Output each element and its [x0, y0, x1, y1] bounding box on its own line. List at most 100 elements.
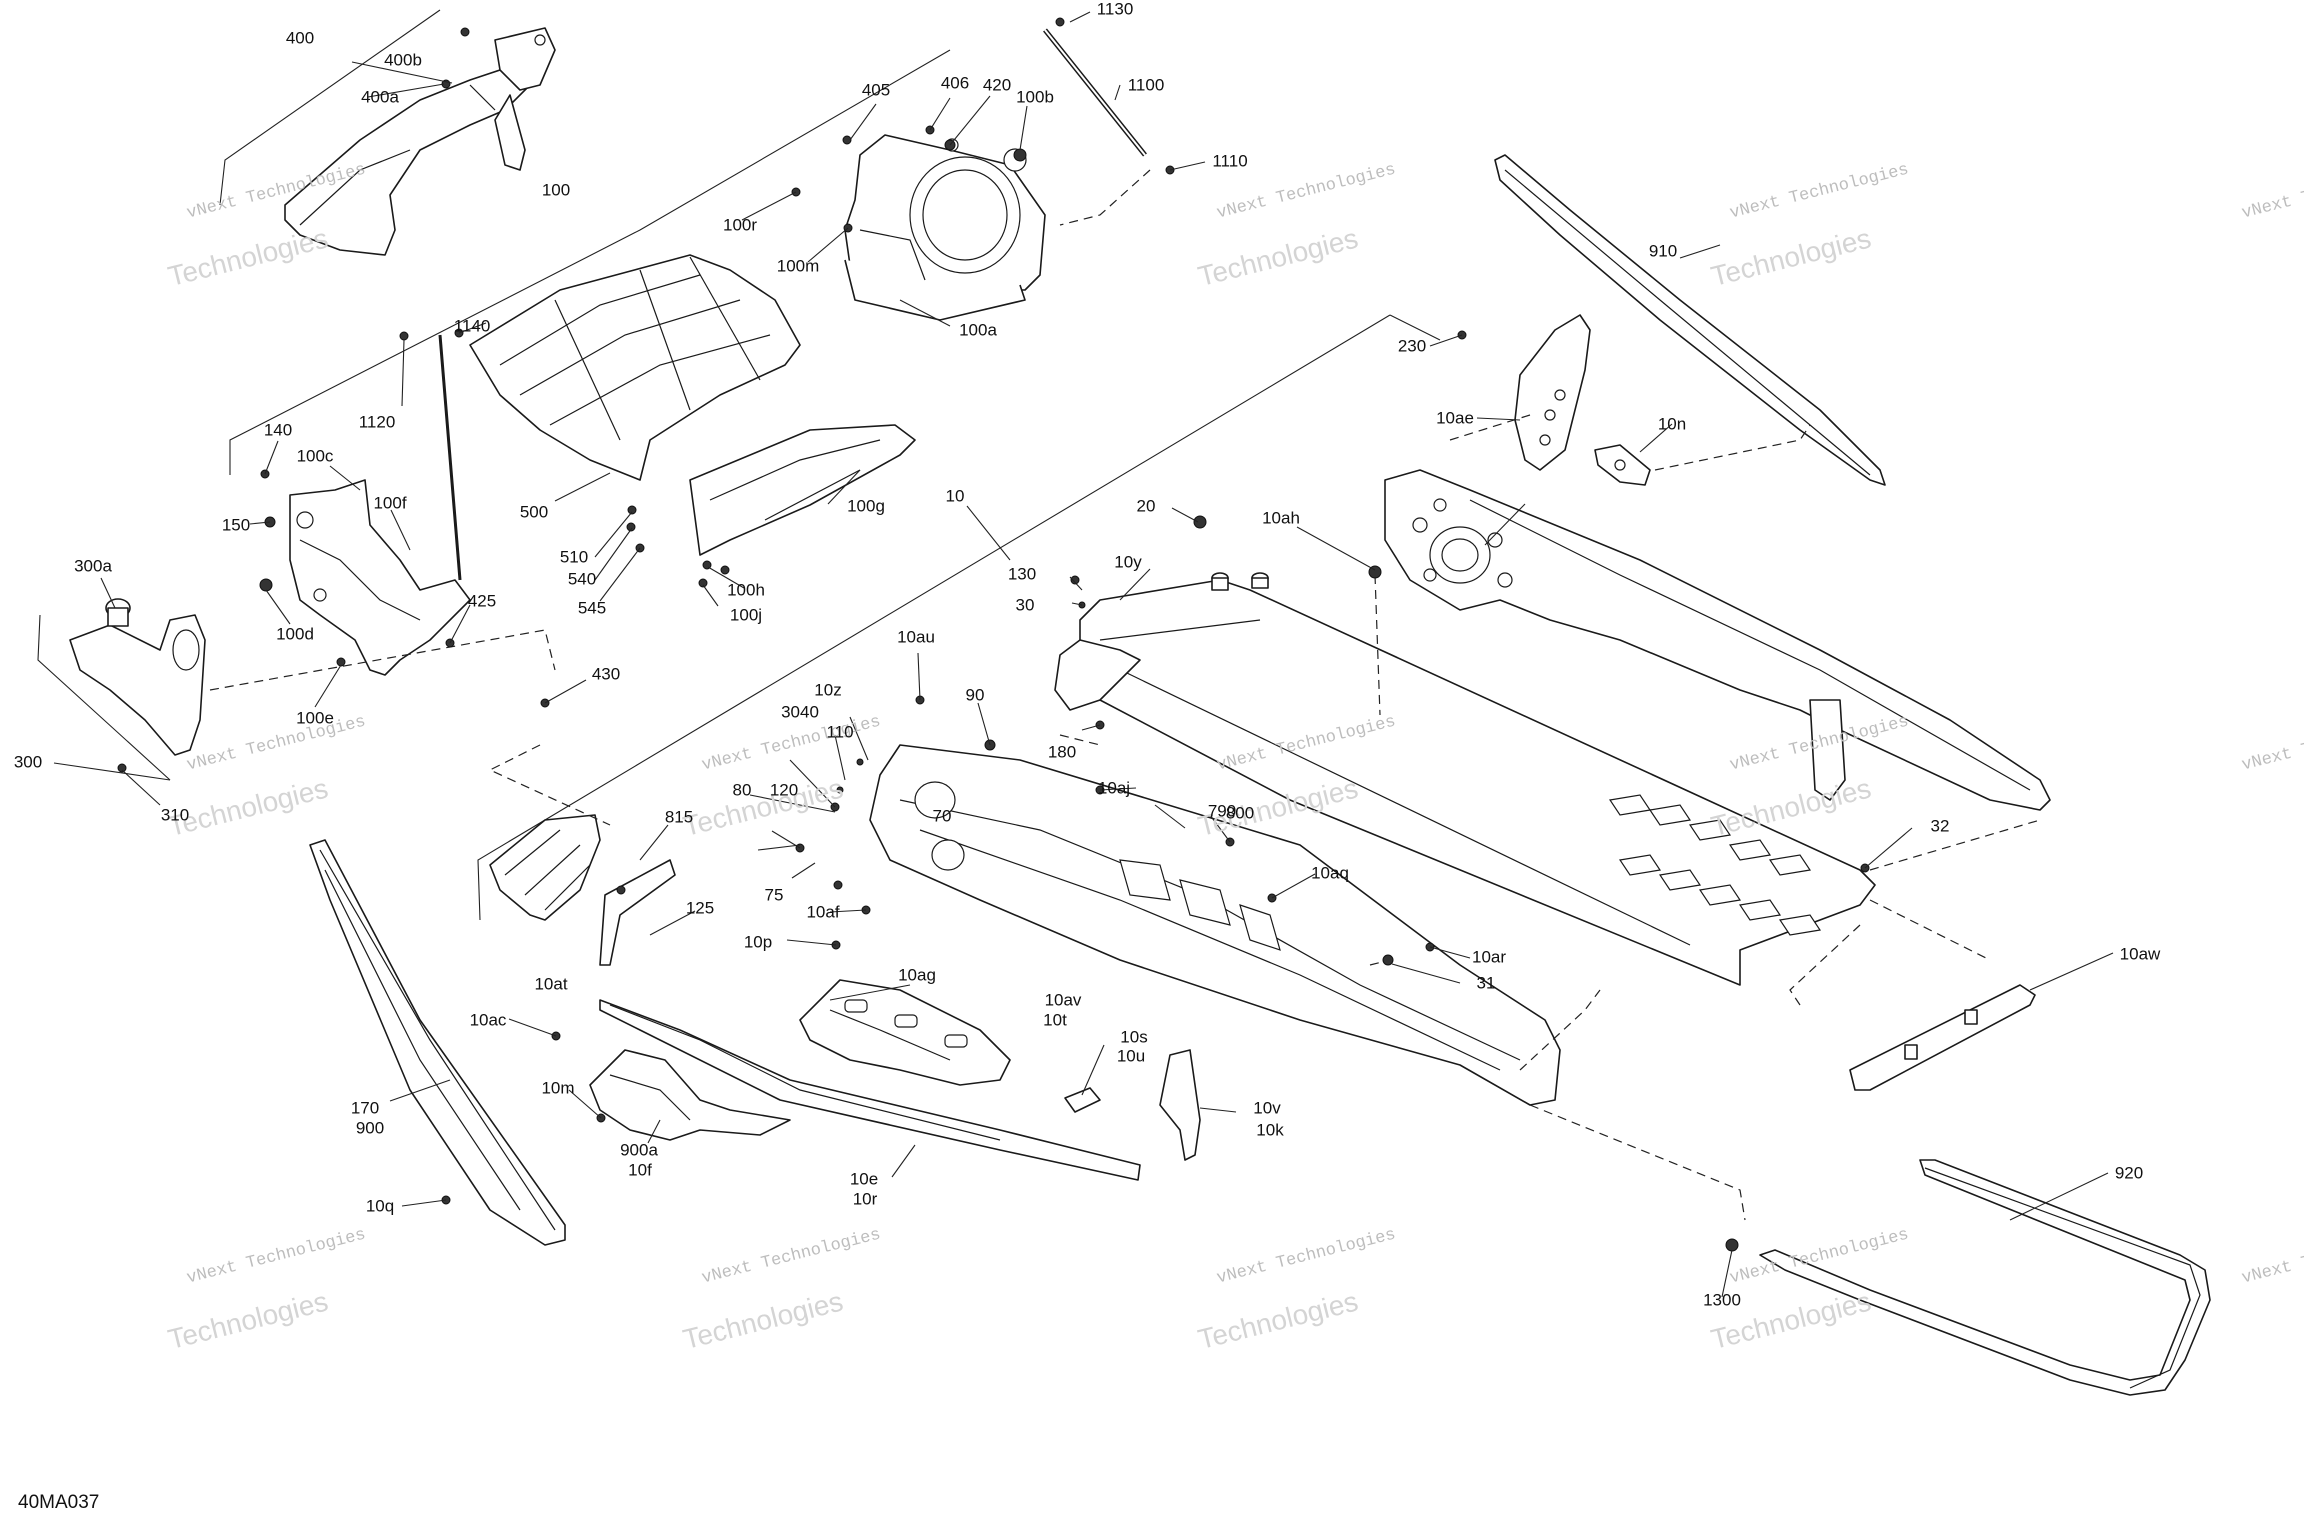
callout-label: 310 — [160, 805, 190, 825]
part-1300-bumper — [1759, 1159, 2211, 1396]
callout-label: 110 — [826, 722, 854, 742]
part-100a-front-frame — [844, 134, 1046, 321]
callout-label: 70 — [932, 806, 952, 826]
callout-label: 10at — [534, 974, 568, 994]
callout-label: 100a — [959, 320, 997, 340]
callout-label: 100f — [373, 493, 407, 513]
part-10r-lower-rail — [599, 999, 1141, 1181]
diagram-code: 40MA037 — [18, 1492, 100, 1513]
callout-label: 3040 — [781, 702, 819, 722]
callout-label: 140 — [263, 420, 293, 440]
part-300-support — [69, 598, 206, 756]
callout-label: 400 — [285, 28, 315, 48]
part-100c-side-frame — [289, 334, 471, 676]
callout-label: 900 — [355, 1118, 385, 1138]
callout-label: 10f — [628, 1160, 652, 1180]
callout-label: 545 — [577, 598, 607, 618]
callout-label: 10q — [365, 1196, 395, 1216]
callout-label: 10ah — [1262, 508, 1300, 528]
callout-label: 10k — [1256, 1120, 1284, 1140]
callout-label: 100r — [722, 215, 758, 235]
callout-label: 10s — [1120, 1027, 1148, 1047]
callout-label: 1110 — [1212, 151, 1248, 171]
callout-label: 30 — [1015, 595, 1035, 615]
callout-label: 900a — [620, 1140, 658, 1160]
part-910-right-rail — [1494, 154, 1886, 486]
part-500-panel — [469, 254, 801, 481]
callout-label: 815 — [664, 807, 694, 827]
callout-label: 10z — [814, 680, 842, 700]
callout-label: 10y — [1114, 552, 1142, 572]
callout-label: 90 — [965, 685, 985, 705]
callout-label: 790 — [1207, 801, 1237, 821]
callout-label: 10m — [541, 1078, 575, 1098]
callout-label: 10ae — [1436, 408, 1474, 428]
callout-label: 10aj — [1097, 778, 1131, 798]
dashed-reference-lines — [209, 169, 2041, 1221]
callout-label: 406 — [940, 73, 970, 93]
callout-label: 1120 — [358, 412, 396, 432]
part-1100-rod — [1043, 17, 1175, 175]
part-10f-bracket — [589, 1049, 791, 1141]
callout-label: 150 — [221, 515, 251, 535]
callout-label: 10 — [945, 486, 965, 506]
callout-label: 10t — [1043, 1010, 1067, 1030]
callout-label: 1300 — [1703, 1290, 1741, 1310]
callout-label: 540 — [567, 569, 597, 589]
callout-label: 10af — [806, 902, 840, 922]
part-10u-10k — [1064, 1049, 1201, 1161]
callout-label: 10e — [849, 1169, 879, 1189]
callout-label: 20 — [1136, 496, 1156, 516]
callout-label: 100e — [296, 708, 334, 728]
part-10ae-bracket — [1514, 314, 1651, 486]
callout-label: 10aw — [2119, 944, 2161, 964]
callout-label: 420 — [982, 75, 1012, 95]
part-900-left-rail — [309, 839, 566, 1246]
callout-label: 510 — [559, 547, 589, 567]
callout-label: 100g — [847, 496, 885, 516]
callout-label: 10n — [1657, 414, 1687, 434]
callout-label: 430 — [591, 664, 621, 684]
callout-label: 100d — [276, 624, 314, 644]
callout-label: 400b — [384, 50, 422, 70]
callout-label: 425 — [467, 591, 497, 611]
callout-label: 1130 — [1096, 0, 1134, 19]
callout-label: 100j — [729, 605, 763, 625]
callout-label: 800 — [1225, 803, 1255, 823]
part-10ac-rail — [1849, 984, 2036, 1091]
callout-label: 10v — [1253, 1098, 1281, 1118]
callout-label: 500 — [519, 502, 549, 522]
callout-label: 10ag — [898, 965, 936, 985]
callout-label: 125 — [685, 898, 715, 918]
part-10t-bracket — [799, 979, 1011, 1086]
callout-label: 100b — [1016, 87, 1054, 107]
callout-label: 80 — [732, 780, 752, 800]
callout-label: 180 — [1047, 742, 1077, 762]
callout-label: 300a — [74, 556, 112, 576]
part-10-tunnel — [869, 572, 1876, 1106]
leader-lines — [53, 11, 2114, 1298]
callout-label: 100m — [776, 256, 820, 276]
callout-label: 130 — [1007, 564, 1037, 584]
callout-label: 31 — [1476, 973, 1496, 993]
callout-label: 920 — [2114, 1163, 2144, 1183]
group-bracket-lines — [37, 9, 1441, 921]
part-10ah-right-panel — [1384, 469, 2051, 811]
callout-label: 10au — [897, 627, 935, 647]
callout-label: 1100 — [1127, 75, 1165, 95]
callout-label: 10u — [1116, 1046, 1146, 1066]
callout-label: 100h — [727, 580, 765, 600]
part-10p-bracket — [489, 814, 676, 966]
callout-label: 120 — [769, 780, 799, 800]
callout-label: 400a — [361, 87, 399, 107]
callout-label: 100c — [296, 446, 334, 466]
part-400-upper-bracket — [284, 27, 556, 256]
callout-label: 300 — [13, 752, 43, 772]
callout-label: 32 — [1930, 816, 1950, 836]
callout-label: 170 — [350, 1098, 380, 1118]
callout-label: 10aq — [1311, 863, 1349, 883]
callout-label: 405 — [861, 80, 891, 100]
callout-label: 10av — [1044, 990, 1082, 1010]
